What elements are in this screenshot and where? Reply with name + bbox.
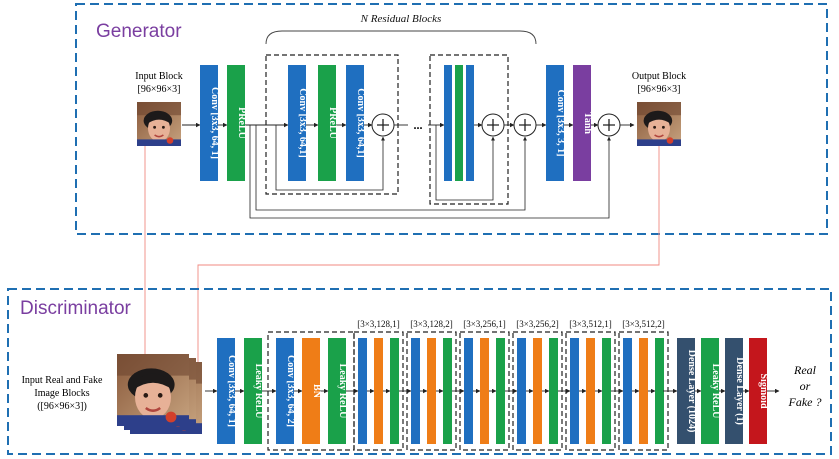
disc-dense2: Dense Layer (1) (725, 338, 745, 444)
gen-conv1-label: Conv [3x3, 64, 1] (209, 87, 220, 159)
disc-block-4-bn (533, 338, 542, 444)
disc-lrelu1-label: Leaky ReLU (253, 364, 264, 419)
result-line1: Real (793, 363, 817, 377)
gen-output-title: Output Block (632, 71, 686, 82)
disc-block-5-lrelu (602, 338, 611, 444)
rb-conv2: Conv [3x3, 64,1] (346, 65, 366, 181)
gen-output-photo (636, 102, 682, 146)
disc-block-6-lrelu (655, 338, 664, 444)
disc-sigmoid-label: Sigmoid (758, 373, 769, 408)
disc-bn-label: BN (311, 384, 322, 399)
disc-block-3-conv (464, 338, 473, 444)
rb-prelu: PReLU (318, 65, 338, 181)
disc-block-label: [3×3,128,1] (357, 319, 400, 329)
rb-conv2-label: Conv [3x3, 64,1] (355, 88, 366, 157)
gen-input-size: [96×96×3] (138, 84, 181, 95)
residual-brace (265, 30, 537, 45)
disc-block-label: [3×3,512,2] (622, 319, 665, 329)
disc-conv1: Conv [3x3, 64, 1] (217, 338, 237, 444)
disc-input-line3: ([96×96×3]) (37, 401, 87, 412)
disc-block-4-lrelu (549, 338, 558, 444)
rb-conv1: Conv [3x3, 64,1] (288, 65, 308, 181)
rbn-conv2 (466, 65, 474, 181)
gen-conv-out: Conv [3x3, 3, 1] (546, 65, 566, 181)
rbn-prelu (455, 65, 463, 181)
plus-in-circle-icon (513, 113, 537, 137)
gen-input-title: Input Block (135, 71, 183, 82)
rb-prelu-label: PReLU (327, 107, 338, 139)
disc-input-line1: Input Real and Fake (22, 375, 103, 386)
disc-block-3-bn (480, 338, 489, 444)
disc-dense1-label: Dense Layer (1024) (686, 350, 697, 433)
gen-tanh-label: Tanh (582, 112, 593, 134)
disc-lrelu3-label: Leaky ReLU (710, 364, 721, 419)
disc-lrelu3: Leaky ReLU (701, 338, 721, 444)
generator-title: Generator (96, 21, 182, 42)
disc-conv1-label: Conv [3x3, 64, 1] (226, 355, 237, 427)
disc-lrelu2-label: Leaky ReLU (337, 364, 348, 419)
disc-bn: BN (302, 338, 322, 444)
residual-block-1 (265, 54, 399, 195)
result-line3: Fake ? (788, 395, 822, 409)
disc-block-3-lrelu (496, 338, 505, 444)
disc-block-5-conv (570, 338, 579, 444)
gen-ellipsis: ... (414, 118, 423, 132)
disc-lrelu2: Leaky ReLU (328, 338, 348, 444)
disc-block-2-bn (427, 338, 436, 444)
disc-block-label: [3×3,128,2] (410, 319, 453, 329)
disc-block-5-bn (586, 338, 595, 444)
rb-conv1-label: Conv [3x3, 64,1] (297, 88, 308, 157)
gen-prelu1: PReLU (227, 65, 247, 181)
disc-input-photo-front (117, 354, 189, 426)
gen-conv-out-label: Conv [3x3, 3, 1] (555, 90, 566, 157)
link-fake (195, 146, 660, 367)
disc-block-2-conv (411, 338, 420, 444)
disc-lrelu1: Leaky ReLU (244, 338, 264, 444)
disc-block-6-bn (639, 338, 648, 444)
disc-conv2-label: Conv [3x3, 64, 2] (285, 355, 296, 427)
plus-in-circle-icon (597, 113, 621, 137)
disc-block-label: [3×3,512,1] (569, 319, 612, 329)
residual-header: N Residual Blocks (360, 13, 442, 25)
disc-block-1-conv (358, 338, 367, 444)
rbn-conv1 (444, 65, 452, 181)
disc-block-1-lrelu (390, 338, 399, 444)
gen-input-photo (136, 102, 182, 146)
disc-dense1: Dense Layer (1024) (677, 338, 697, 444)
residual-block-n (429, 54, 509, 205)
plus-in-circle-icon (371, 113, 395, 137)
gen-conv1: Conv [3x3, 64, 1] (200, 65, 220, 181)
disc-block-label: [3×3,256,2] (516, 319, 559, 329)
discriminator-title: Discriminator (20, 298, 132, 319)
disc-conv2: Conv [3x3, 64, 2] (276, 338, 296, 444)
disc-block-1-bn (374, 338, 383, 444)
disc-block-2-lrelu (443, 338, 452, 444)
result-line2: or (800, 379, 811, 393)
discriminator-frame (7, 288, 832, 455)
disc-block-label: [3×3,256,1] (463, 319, 506, 329)
gen-tanh: Tanh (573, 65, 593, 181)
disc-block-0 (267, 331, 355, 451)
gen-output-size: [96×96×3] (638, 84, 681, 95)
plus-in-circle-icon (481, 113, 505, 137)
disc-block-4-conv (517, 338, 526, 444)
disc-input-line2: Image Blocks (34, 388, 89, 399)
disc-block-6-conv (623, 338, 632, 444)
disc-sigmoid: Sigmoid (749, 338, 769, 444)
gen-prelu1-label: PReLU (236, 107, 247, 139)
disc-conv-blocks: [3×3,128,1] [3×3,128,2] [3×3,256,1] [3×3,25… (353, 319, 669, 451)
disc-dense2-label: Dense Layer (1) (734, 357, 745, 425)
